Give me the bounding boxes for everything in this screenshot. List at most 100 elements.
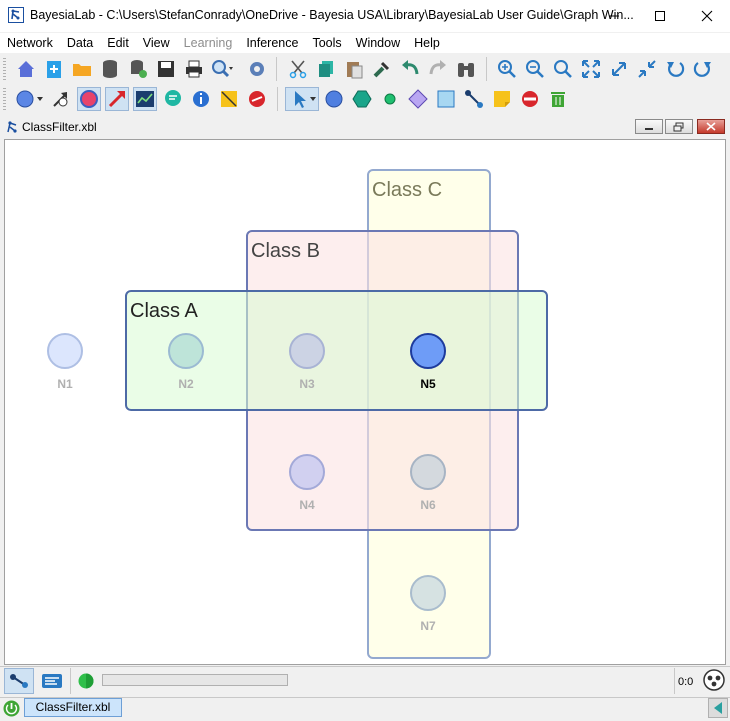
graph-mode-icon [10,674,28,688]
node-n5[interactable]: N5 [410,333,446,391]
database-button[interactable] [98,57,122,81]
node-label: N6 [420,498,436,512]
no-entry-icon [522,91,538,107]
draw-arc-icon [465,90,483,108]
graph-mode-button[interactable] [4,668,34,694]
task-tab-classfilter[interactable]: ClassFilter.xbl [24,698,122,717]
node-n7[interactable]: N7 [410,575,446,633]
scroll-tabs-left-button[interactable] [708,698,728,718]
save-button[interactable] [154,57,178,81]
class-c-label: Class C [372,179,442,201]
comment-button[interactable] [161,87,185,111]
zoom-in-button[interactable] [495,57,519,81]
frame-restore-button[interactable] [665,119,693,134]
chart-icon [136,91,154,107]
print-button[interactable] [182,57,206,81]
toolbar-grip[interactable] [3,88,6,110]
expand-button[interactable] [607,57,631,81]
menu-data[interactable]: Data [66,36,94,50]
settings-gear-icon [250,62,264,76]
minimize-button[interactable] [591,0,637,32]
node-label: N3 [299,377,315,391]
collapse-button[interactable] [635,57,659,81]
fit-window-button[interactable] [579,57,603,81]
node-n1[interactable]: N1 [47,333,83,391]
node-n6[interactable]: N6 [410,454,446,512]
zoom-lens-button[interactable] [210,57,234,81]
redo-button[interactable] [426,57,450,81]
node-mode-button[interactable] [77,87,101,111]
undo-button[interactable] [398,57,422,81]
format-brush-button[interactable] [370,57,394,81]
draw-small-node-button[interactable] [378,87,402,111]
draw-node-button[interactable] [322,87,346,111]
zoom-in-icon [498,60,516,78]
menu-window[interactable]: Window [355,36,401,50]
network-graph[interactable]: Class C Class B Class A N1 N2 N3 N4 N5 N… [5,140,725,664]
zoom-search-button[interactable] [551,57,575,81]
report-mode-button[interactable] [38,668,66,694]
collapse-icon [638,60,656,78]
new-network-button[interactable] [42,57,66,81]
database-link-button[interactable] [126,57,150,81]
frame-minimize-button[interactable] [635,119,663,134]
no-entry-button[interactable] [518,87,542,111]
draw-square-icon [437,90,455,108]
node-n2[interactable]: N2 [168,333,204,391]
home-icon [18,61,34,77]
sticky-note-button[interactable] [490,87,514,111]
menu-inference[interactable]: Inference [246,36,299,50]
bayesia-logo-icon[interactable] [703,669,725,694]
info-button[interactable] [189,87,213,111]
monitor-mode-icon[interactable] [3,700,20,720]
sticky-note-icon [494,91,510,107]
fit-window-icon [582,60,600,78]
rotate-left-button[interactable] [663,57,687,81]
draw-hexagon-button[interactable] [350,87,374,111]
toolbar-separator [486,57,487,81]
note-button[interactable] [217,87,241,111]
draw-diamond-button[interactable] [406,87,430,111]
menu-view[interactable]: View [142,36,170,50]
settings-button[interactable] [245,57,269,81]
arc-mode-button[interactable] [105,87,129,111]
arrow-left-icon [714,702,722,714]
node-n3[interactable]: N3 [289,333,325,391]
delete-arc-button[interactable] [245,87,269,111]
paste-button[interactable] [342,57,366,81]
zoom-out-button[interactable] [523,57,547,81]
menu-edit[interactable]: Edit [107,36,129,50]
cut-button[interactable] [286,57,310,81]
find-button[interactable] [454,57,478,81]
close-button[interactable] [684,0,730,32]
menu-help[interactable]: Help [414,36,440,50]
class-a-label: Class A [130,300,198,322]
home-button[interactable] [14,57,38,81]
note-icon [221,91,237,107]
save-icon [158,61,174,77]
trash-button[interactable] [546,87,570,111]
progress-bar [102,674,288,686]
frame-close-button[interactable] [697,119,725,134]
zoom-lens-icon [212,60,233,78]
copy-button[interactable] [314,57,338,81]
select-pointer-icon [295,91,316,108]
node-shape-button[interactable] [14,87,44,111]
menu-learning[interactable]: Learning [183,36,233,50]
open-button[interactable] [70,57,94,81]
rotate-right-button[interactable] [691,57,715,81]
info-arrow-button[interactable] [49,87,73,111]
toolbar-grip[interactable] [3,58,6,80]
menu-tools[interactable]: Tools [312,36,342,50]
node-n4[interactable]: N4 [289,454,325,512]
draw-square-button[interactable] [434,87,458,111]
graph-canvas[interactable]: Class C Class B Class A N1 N2 N3 N4 N5 N… [4,139,726,665]
restore-icon [673,122,684,131]
draw-arc-button[interactable] [462,87,486,111]
select-pointer-button[interactable] [285,87,319,111]
chart-button[interactable] [133,87,157,111]
menu-network[interactable]: Network [7,36,53,50]
print-icon [186,60,202,78]
maximize-button[interactable] [637,0,683,32]
class-a-box[interactable] [125,290,548,411]
